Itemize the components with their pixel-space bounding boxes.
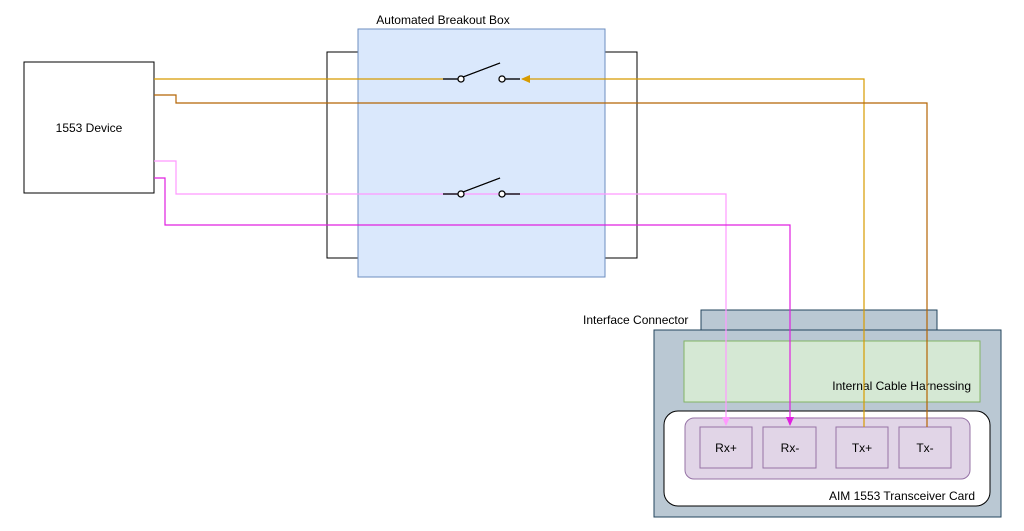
switch-1-contacts <box>443 62 520 83</box>
breakout-box: Automated Breakout Box <box>357 13 606 278</box>
internal-harness: Internal Cable Harnessing <box>683 340 981 403</box>
breakout-box-label: Automated Breakout Box <box>376 13 509 27</box>
pin-tx-plus: Tx+ <box>835 426 889 469</box>
breakout-frame <box>326 51 638 259</box>
pin-tx-minus: Tx- <box>898 426 952 469</box>
wire-rx-plus <box>154 160 730 426</box>
switch-2-contacts <box>443 177 520 198</box>
device-label: 1553 Device <box>56 121 123 135</box>
wire-rx-minus <box>154 177 794 426</box>
device-1553: 1553 Device <box>23 61 155 194</box>
interface-connector-tab <box>700 309 938 331</box>
wire-tx-minus <box>154 94 928 427</box>
transceiver-card-label: AIM 1553 Transceiver Card <box>829 489 975 503</box>
pin-rx-plus: Rx+ <box>699 426 753 469</box>
pin-tx-minus-label: Tx- <box>916 441 933 455</box>
pin-rx-plus-label: Rx+ <box>715 441 737 455</box>
pin-rx-minus: Rx- <box>762 426 817 469</box>
pin-tx-plus-label: Tx+ <box>852 441 872 455</box>
wire-tx-plus <box>521 75 865 427</box>
pin-rx-minus-label: Rx- <box>781 441 800 455</box>
interface-connector-label: Interface Connector <box>583 313 688 327</box>
internal-harness-label: Internal Cable Harnessing <box>832 379 971 393</box>
